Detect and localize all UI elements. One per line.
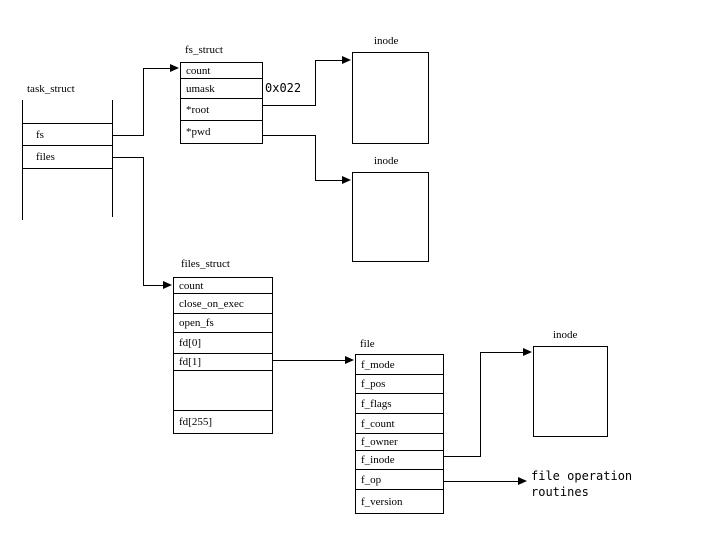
fop-to-routines-arrowhead-icon (518, 477, 527, 485)
root-to-inode-arrowhead-icon (342, 56, 351, 64)
inode-right-title: inode (553, 329, 578, 341)
pwd-to-inode-line (315, 135, 316, 181)
fs-struct-box: count umask *root *pwd (180, 62, 263, 144)
files-to-filesstruct-line (112, 157, 143, 158)
file-title: file (360, 338, 375, 350)
pwd-to-inode-line (263, 135, 315, 136)
inode-top-box (352, 52, 429, 144)
task-struct-row-divider (22, 145, 113, 146)
umask-value: 0x022 (265, 81, 302, 95)
files-to-filesstruct-arrowhead-icon (163, 281, 172, 289)
fs-struct-title: fs_struct (185, 44, 223, 56)
files-struct-row-fd0: fd[0] (174, 333, 272, 354)
task-struct-row-divider (22, 123, 113, 124)
files-struct-title: files_struct (181, 258, 230, 270)
files-struct-row-fd1: fd[1] (174, 354, 272, 371)
file-box: f_mode f_pos f_flags f_count f_owner f_i… (355, 354, 444, 514)
pwd-to-inode-line (315, 180, 343, 181)
task-struct-row-divider (22, 168, 113, 169)
task-struct-row-fs: fs (36, 128, 44, 141)
pwd-to-inode-arrowhead-icon (342, 176, 351, 184)
fs-to-fsstruct-arrowhead-icon (170, 64, 179, 72)
fs-to-fsstruct-line (143, 68, 171, 69)
finode-to-inode-arrowhead-icon (523, 348, 532, 356)
file-row-f-inode: f_inode (356, 451, 443, 470)
fs-struct-row-root: *root (181, 99, 262, 121)
inode-right-box (533, 346, 608, 437)
fd1-to-file-arrowhead-icon (345, 356, 354, 364)
file-row-f-op: f_op (356, 470, 443, 490)
files-struct-box: count close_on_exec open_fs fd[0] fd[1] … (173, 277, 273, 434)
file-row-f-version: f_version (361, 495, 403, 508)
inode-mid-box (352, 172, 429, 262)
root-to-inode-line (263, 105, 315, 106)
finode-to-inode-line (444, 456, 481, 457)
files-struct-row-open-fs: open_fs (174, 314, 272, 333)
finode-to-inode-line (480, 352, 524, 353)
root-to-inode-line (315, 60, 343, 61)
fop-to-routines-line (444, 481, 518, 482)
task-struct-right-edge (112, 100, 113, 217)
fs-struct-row-umask: umask (181, 79, 262, 99)
task-struct-row-files: files (36, 150, 55, 163)
inode-mid-title: inode (374, 155, 399, 167)
fs-struct-row-count: count (181, 63, 262, 79)
file-row-f-pos: f_pos (356, 375, 443, 394)
files-struct-row-close-on-exec: close_on_exec (174, 294, 272, 314)
fs-to-fsstruct-line (143, 68, 144, 136)
file-row-f-count: f_count (356, 414, 443, 434)
files-to-filesstruct-line (143, 285, 164, 286)
file-row-f-mode: f_mode (356, 355, 443, 375)
fs-to-fsstruct-line (112, 135, 143, 136)
task-struct-left-edge (22, 100, 23, 220)
fs-struct-row-pwd: *pwd (186, 126, 211, 138)
root-to-inode-line (315, 60, 316, 106)
file-row-f-flags: f_flags (356, 394, 443, 414)
finode-to-inode-line (480, 352, 481, 457)
files-struct-row-count: count (174, 278, 272, 294)
files-struct-row-fd255: fd[255] (179, 416, 212, 428)
files-to-filesstruct-line (143, 157, 144, 285)
inode-top-title: inode (374, 35, 399, 47)
task-struct-title: task_struct (27, 83, 75, 95)
fd1-to-file-line (273, 360, 346, 361)
file-operation-routines-label: file operation routines (531, 469, 633, 499)
file-row-f-owner: f_owner (356, 434, 443, 451)
files-struct-row-ellipsis (174, 371, 272, 411)
